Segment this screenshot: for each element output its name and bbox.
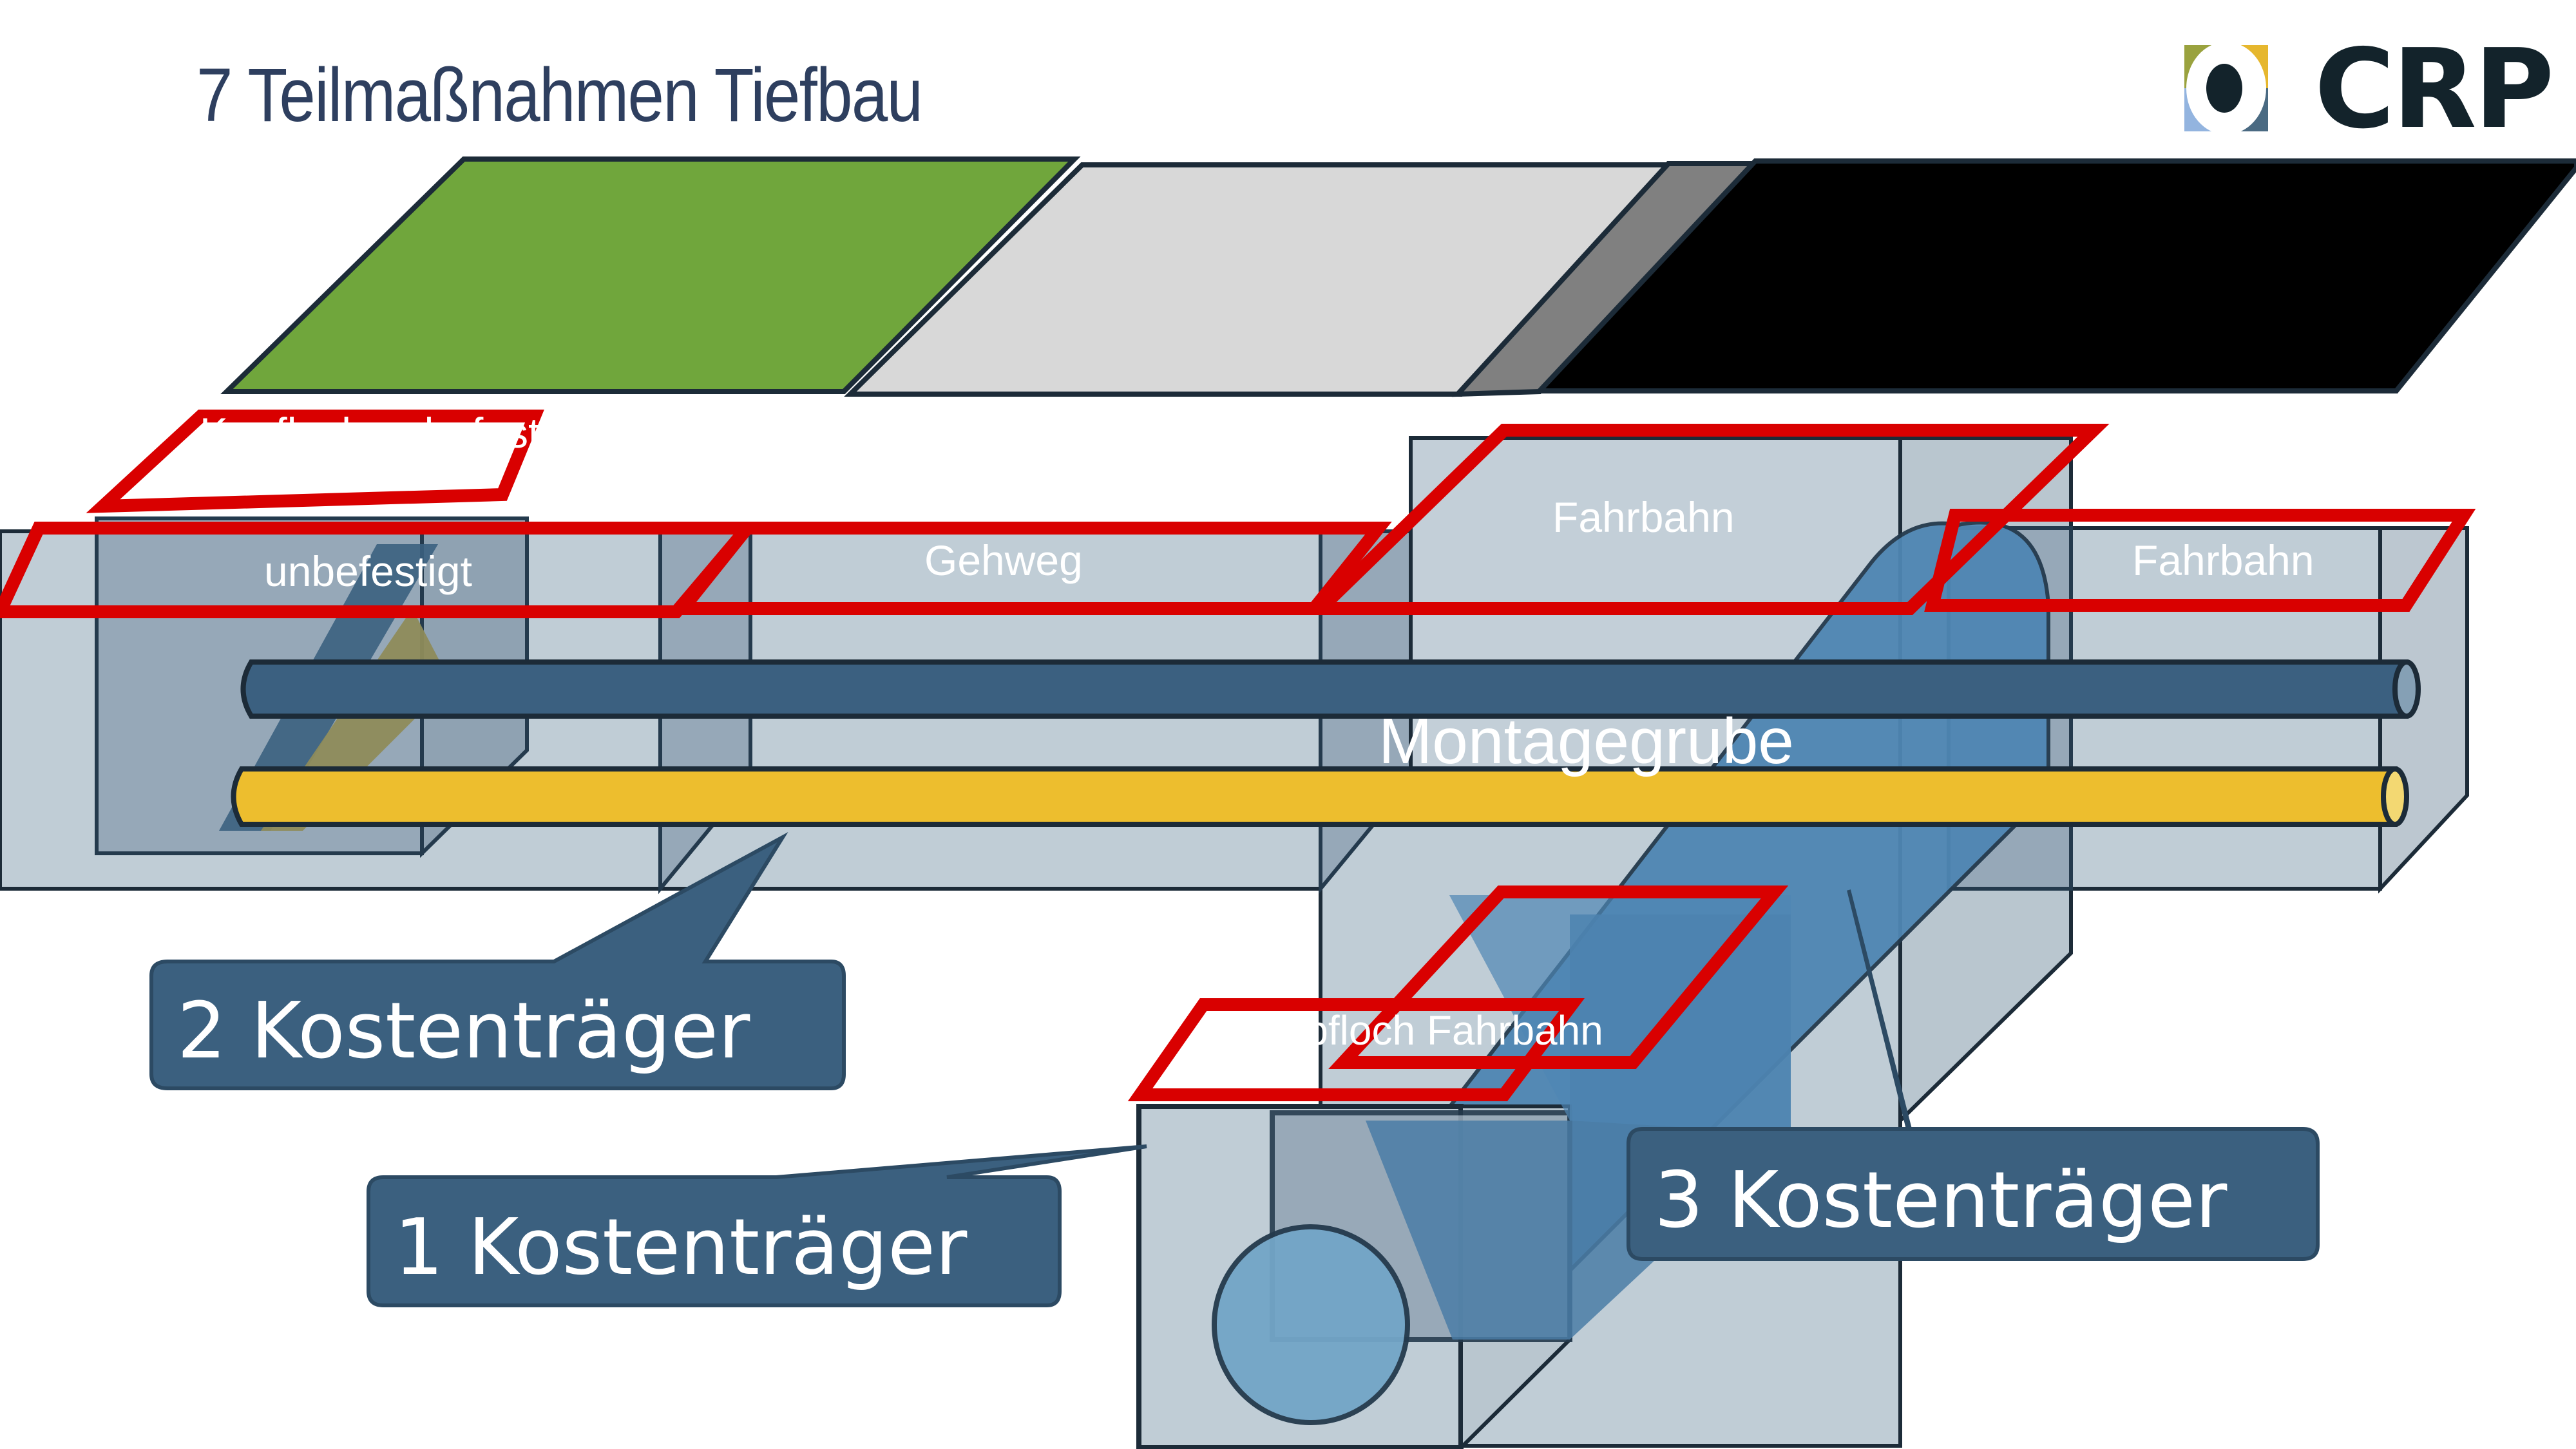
yellow-pipe-end [2381,766,2409,827]
zone-labels: Kopfloch unbefestigt unbefestigt Gehweg … [200,409,2314,1054]
logo-text: CRP [2314,26,2554,153]
callout-1-kostentraeger: 1 Kostenträger [367,1144,1147,1307]
yellow-pipe [231,766,2398,827]
surface-green [220,156,1081,394]
callouts: 2 Kostenträger 1 Kostenträger 3 Kostentr… [149,831,2320,1307]
label-gehweg: Gehweg [924,536,1083,584]
label-fahrbahn-main: Fahrbahn [1552,493,1735,541]
crossing-pipe-end [1212,1224,1410,1425]
slide-title: 7 Teilmaßnahmen Tiefbau [196,53,923,138]
callout-2-kostentraeger: 2 Kostenträger [149,831,846,1090]
callout-3-kostentraeger: 3 Kostenträger [1627,889,2320,1261]
frame-kopfloch-fahrbahn [1127,998,1585,1101]
longitudinal-pipes [231,659,2421,827]
label-kopfloch-fahrbahn: Kopfloch Fahrbahn [1255,1007,1603,1054]
surface-strip [220,156,2576,397]
crp-logo: CRP [2180,35,2554,144]
svg-text:2 Kostenträger: 2 Kostenträger [177,987,750,1076]
surface-fahrbahn [1533,158,2576,393]
blue-pipe [240,659,2409,719]
label-montagegrube: Montagegrube [1379,705,1794,777]
label-unbefestigt: unbefestigt [264,547,472,595]
highlight-frames [0,410,2476,1101]
svg-text:1 Kostenträger: 1 Kostenträger [394,1203,968,1293]
frame-fahrbahn-main [1304,424,2110,615]
logo-mark-icon [2184,45,2268,131]
label-kopfloch-unbefestigt-1: Kopfloch unbefestigt [200,409,585,457]
frame-fahrbahn-right [1924,509,2476,612]
svg-text:3 Kostenträger: 3 Kostenträger [1654,1156,2228,1245]
label-fahrbahn-right: Fahrbahn [2132,536,2314,584]
blue-pipe-end [2392,659,2421,719]
frame-kopfloch-unbefestigt [86,410,544,513]
